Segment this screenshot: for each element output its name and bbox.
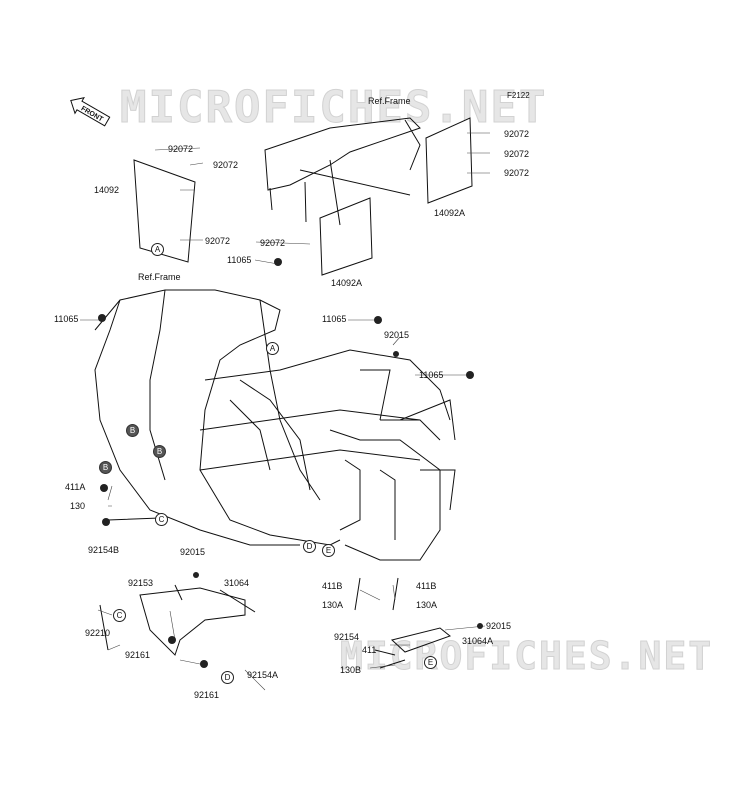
bracket-31064a bbox=[390, 627, 452, 653]
callout-a: A bbox=[266, 342, 279, 355]
part-label-14092a: 14092A bbox=[434, 208, 466, 218]
part-label-92072: 92072 bbox=[260, 238, 286, 248]
part-label-14092: 14092 bbox=[94, 185, 120, 195]
part-label-92072: 92072 bbox=[213, 160, 239, 170]
ref-frame-left-label: Ref.Frame bbox=[138, 272, 181, 282]
callout-c: C bbox=[113, 609, 126, 622]
callout-a: A bbox=[151, 243, 164, 256]
part-label-11065: 11065 bbox=[322, 314, 347, 324]
callout-d: D bbox=[303, 540, 316, 553]
callout-b: B bbox=[153, 445, 166, 458]
part-label-411b: 411B bbox=[416, 581, 437, 591]
callout-e: E bbox=[322, 544, 335, 557]
callout-b: B bbox=[126, 424, 139, 437]
part-label-14092a: 14092A bbox=[331, 278, 363, 288]
main-frame bbox=[94, 289, 341, 546]
part-label-92161: 92161 bbox=[194, 690, 220, 700]
callout-e: E bbox=[424, 656, 437, 669]
part-label-411b: 411B bbox=[322, 581, 343, 591]
cover-14092a-right bbox=[425, 117, 473, 204]
part-label-31064: 31064 bbox=[224, 578, 250, 588]
part-label-11065: 11065 bbox=[227, 255, 252, 265]
part-label-92015: 92015 bbox=[180, 547, 206, 557]
part-label-411: 411 bbox=[362, 645, 377, 655]
cover-14092a-mid bbox=[319, 197, 373, 276]
part-label-92154: 92154 bbox=[334, 632, 360, 642]
part-label-130b: 130B bbox=[340, 665, 362, 675]
part-label-92072: 92072 bbox=[504, 168, 530, 178]
part-label-92072: 92072 bbox=[205, 236, 231, 246]
front-arrow-icon: FRONT bbox=[70, 96, 111, 127]
watermark-bottom: MICROFICHES.NET bbox=[339, 634, 714, 679]
part-label-92015: 92015 bbox=[486, 621, 512, 631]
part-label-92154b: 92154B bbox=[88, 545, 120, 555]
part-label-92072: 92072 bbox=[504, 149, 530, 159]
part-label-11065: 11065 bbox=[54, 314, 79, 324]
top-frame bbox=[264, 117, 421, 191]
watermark-top: MICROFICHES.NET bbox=[119, 82, 548, 134]
part-label-92015: 92015 bbox=[384, 330, 410, 340]
part-label-92161: 92161 bbox=[125, 650, 151, 660]
callout-b: B bbox=[99, 461, 112, 474]
part-label-92072: 92072 bbox=[168, 144, 194, 154]
part-label-92072: 92072 bbox=[504, 129, 530, 139]
part-label-92154a: 92154A bbox=[247, 670, 279, 680]
figure-code: F2122 bbox=[507, 91, 530, 100]
callout-c: C bbox=[155, 513, 168, 526]
part-label-411a: 411A bbox=[65, 482, 86, 492]
part-label-130: 130 bbox=[70, 501, 86, 511]
part-label-92153: 92153 bbox=[128, 578, 154, 588]
ref-frame-top-label: Ref.Frame bbox=[368, 96, 411, 106]
part-label-130a: 130A bbox=[322, 600, 344, 610]
part-label-130a: 130A bbox=[416, 600, 438, 610]
cover-14092 bbox=[133, 159, 196, 263]
part-label-11065: 11065 bbox=[419, 370, 444, 380]
callout-d: D bbox=[221, 671, 234, 684]
part-label-31064a: 31064A bbox=[462, 636, 494, 646]
bracket-31064 bbox=[139, 587, 246, 656]
part-label-92210: 92210 bbox=[85, 628, 111, 638]
